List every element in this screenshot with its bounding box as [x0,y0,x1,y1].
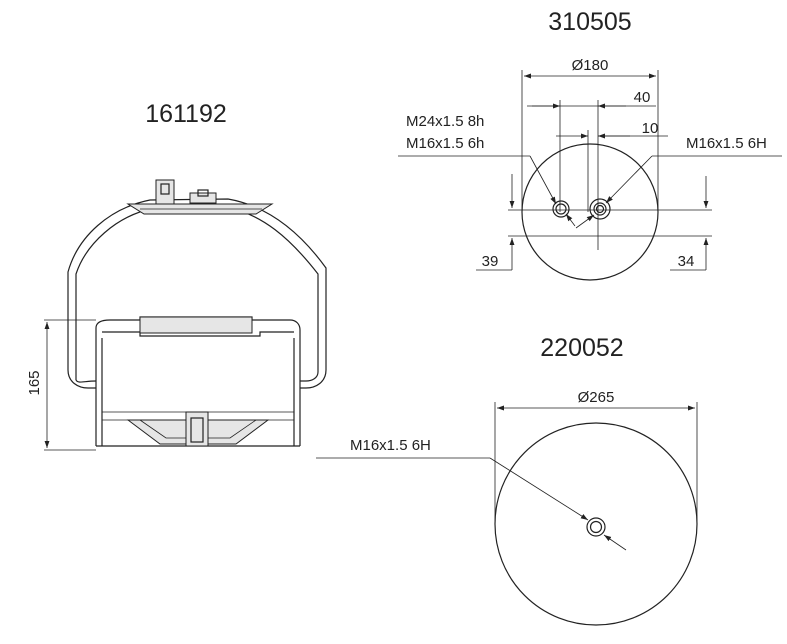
bracket-inner [75,206,319,382]
piston-band [139,316,253,334]
thread-m16-220052-label: M16x1.5 6H [350,437,431,454]
height-165-label: 165 [26,370,43,395]
height-34-label: 34 [678,253,695,270]
part-310505-view: 310505 Ø180 40 10 [398,8,782,281]
top-stud [189,192,217,204]
part-220052-view: 220052 Ø265 M16x1.5 6H [316,334,698,626]
thread-m16-left-label: M16x1.5 6h [406,135,484,152]
plate-circle-220052 [494,422,698,626]
height-39-label: 39 [482,253,499,270]
offset-40-label: 40 [634,89,651,106]
title-310505: 310505 [548,8,631,36]
title-161192: 161192 [145,100,227,128]
offset-10-label: 10 [642,120,659,137]
thread-hole-m16-220052 [586,517,606,537]
diameter-180-label: Ø180 [572,57,609,74]
thread-m24-label: M24x1.5 8h [406,113,484,130]
thread-hole-m16 [589,198,611,220]
diameter-265-label: Ø265 [578,389,615,406]
thread-m16-right-label: M16x1.5 6H [686,135,767,152]
title-220052: 220052 [540,334,623,362]
bracket-outer [67,198,327,389]
part-161192-view: 161192 165 [26,100,327,451]
thread-hole-m24 [552,200,570,218]
